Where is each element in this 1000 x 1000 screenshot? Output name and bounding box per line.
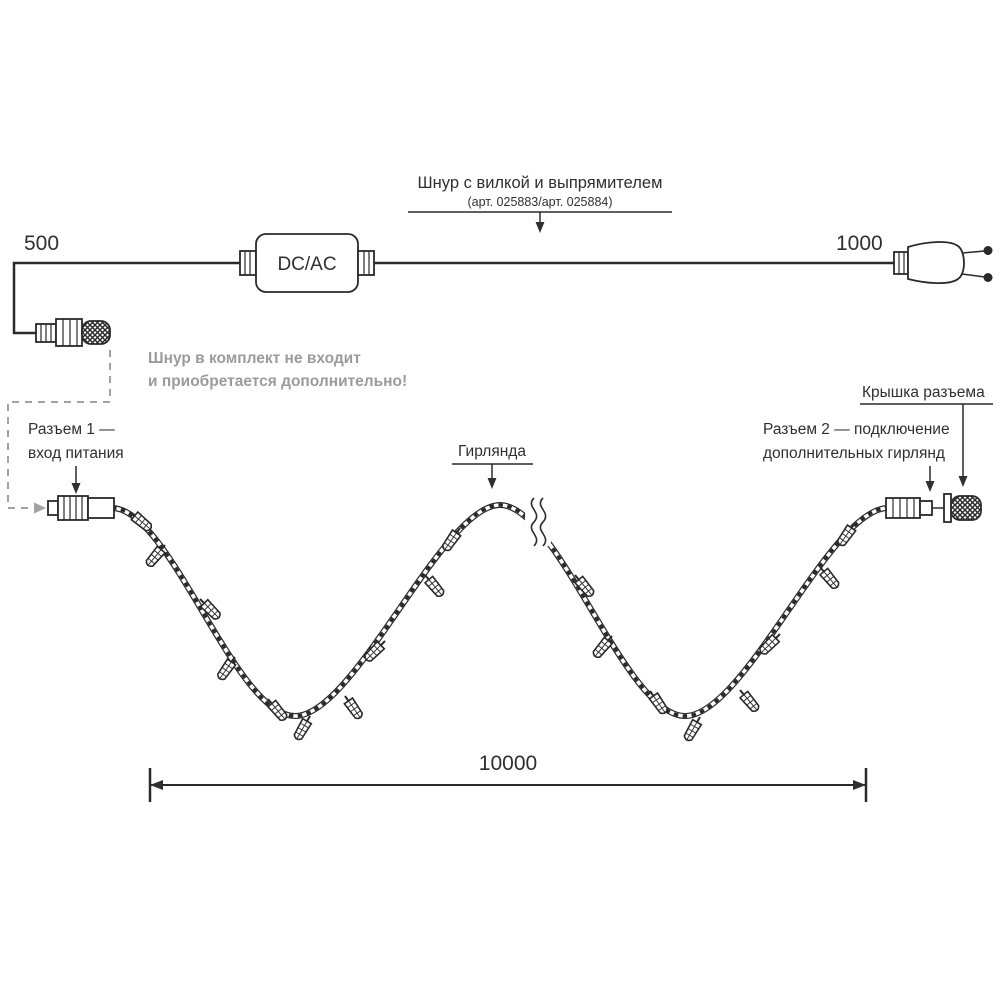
cable-gland-right bbox=[357, 250, 375, 276]
dim-right-label: 1000 bbox=[836, 232, 883, 255]
dim-left-label: 500 bbox=[24, 232, 59, 255]
led-lamp bbox=[125, 507, 155, 534]
cable-gland-left bbox=[239, 250, 257, 276]
wire-break-symbol bbox=[525, 497, 551, 547]
plug-body bbox=[907, 241, 965, 285]
garland-connector-1 bbox=[47, 495, 115, 521]
cord-callout: Шнур с вилкой и выпрямителем (арт. 02588… bbox=[408, 174, 672, 233]
garland-wire-twist bbox=[111, 503, 889, 718]
dashed-route-arrow bbox=[34, 502, 46, 514]
dim-arrow-right bbox=[853, 780, 866, 790]
dimension-10000: 10000 bbox=[148, 752, 868, 802]
mains-plug bbox=[893, 241, 993, 285]
garland-wire-outer bbox=[111, 501, 889, 720]
cord-subtitle: (арт. 025883/арт. 025884) bbox=[467, 195, 612, 209]
garland-callout: Гирлянда bbox=[452, 443, 533, 489]
garland-wire-core bbox=[111, 503, 889, 718]
garland-arrow bbox=[487, 478, 497, 489]
cap-flange bbox=[943, 493, 952, 523]
converter-label: DC/AC bbox=[277, 254, 336, 275]
connector1-arrow bbox=[71, 483, 81, 494]
cord-left-segment bbox=[12, 261, 256, 335]
cord-output-connector bbox=[35, 318, 111, 347]
connector2-label-line1: Разъем 2 — подключение bbox=[763, 421, 950, 438]
connector2-label-line2: дополнительных гирлянд bbox=[763, 445, 945, 462]
note-line-2: и приобретается дополнительно! bbox=[148, 373, 407, 390]
connector2-callout: Разъем 2 — подключение дополнительных ги… bbox=[763, 421, 950, 492]
power-cord-assembly: DC/AC bbox=[12, 233, 993, 347]
connector1-label-line2: вход питания bbox=[28, 445, 124, 462]
led-lamp bbox=[339, 692, 366, 722]
dim-bottom-label: 10000 bbox=[479, 752, 537, 775]
connector1-label-line1: Разъем 1 — bbox=[28, 421, 115, 438]
plug-pin-top bbox=[983, 246, 993, 255]
plug-pin-bottom bbox=[983, 273, 993, 282]
cap-label: Крышка разъема bbox=[862, 384, 985, 401]
connector2-arrow bbox=[925, 481, 935, 492]
garland-connector-2 bbox=[885, 493, 982, 523]
connector-hatched-tip bbox=[81, 320, 111, 345]
cap-arrow bbox=[958, 476, 968, 487]
led-lamp bbox=[735, 685, 762, 715]
cord-callout-arrow bbox=[535, 222, 545, 233]
dashed-connection-route bbox=[7, 350, 111, 514]
garland-label: Гирлянда bbox=[458, 443, 526, 460]
led-lamp bbox=[263, 694, 290, 724]
connector-cap bbox=[950, 495, 982, 521]
cap-callout: Крышка разъема bbox=[860, 384, 993, 487]
led-lamp bbox=[420, 570, 447, 600]
not-included-note: Шнур в комплект не входит и приобретаетс… bbox=[148, 350, 407, 390]
garland-string bbox=[47, 493, 982, 744]
connector1-callout: Разъем 1 — вход питания bbox=[28, 421, 124, 494]
dim-arrow-left bbox=[150, 780, 163, 790]
cord-title: Шнур с вилкой и выпрямителем bbox=[418, 174, 663, 192]
led-lamp bbox=[815, 562, 842, 592]
note-line-1: Шнур в комплект не входит bbox=[148, 350, 361, 367]
